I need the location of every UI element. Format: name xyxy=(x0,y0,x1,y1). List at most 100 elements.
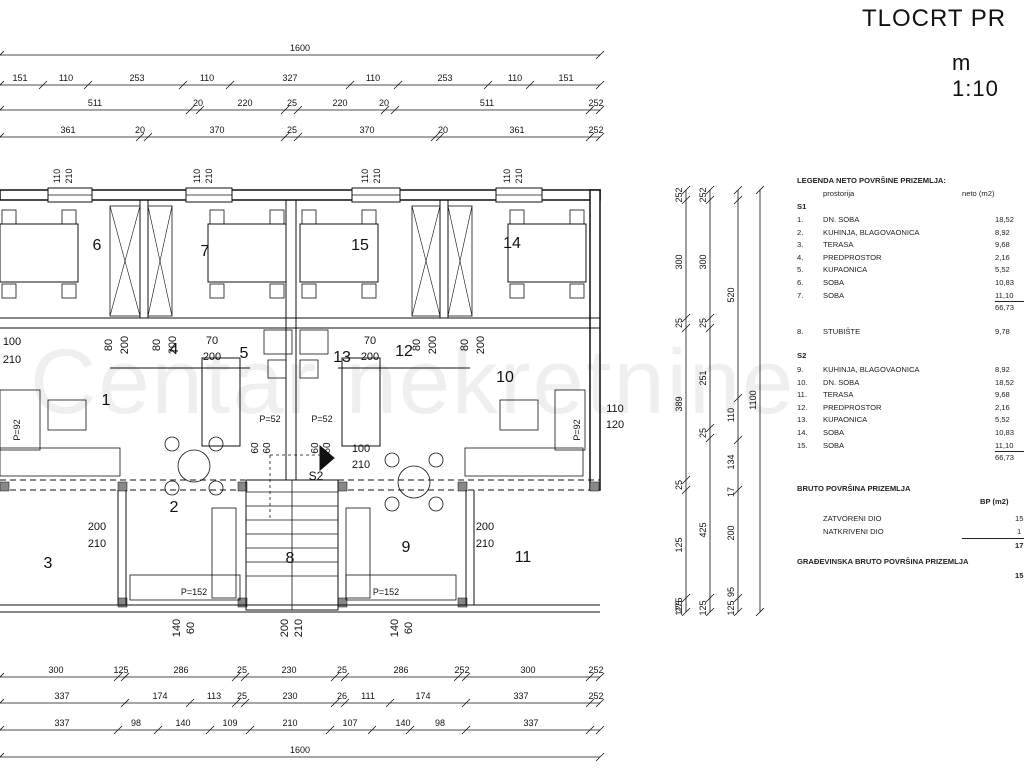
dim-top-row1: 110 xyxy=(59,73,73,83)
dim-tick xyxy=(385,698,395,708)
dim-tick xyxy=(83,80,93,90)
dim-tick xyxy=(705,607,715,617)
dim-right-c: 520 xyxy=(726,287,736,302)
column xyxy=(589,481,600,492)
dim-bottom-row2: 113 xyxy=(207,691,221,701)
legend-row-name: TERASA xyxy=(823,240,854,250)
dim-tick xyxy=(681,485,691,495)
sink xyxy=(263,329,293,355)
table xyxy=(47,399,87,431)
legend-row-name: DN. SOBA xyxy=(823,377,860,387)
sofa-right xyxy=(554,389,586,451)
window-dim: 110 xyxy=(360,169,370,183)
dim-tick xyxy=(595,672,605,682)
dim-tick xyxy=(595,752,605,762)
legend-row-num: 15. xyxy=(797,440,808,450)
dim-right-c: 200 xyxy=(726,525,736,540)
dim-top-row1: 110 xyxy=(508,73,522,83)
nightstand xyxy=(209,283,225,299)
room-number-1: 1 xyxy=(102,392,111,409)
legend-row-val: 9,68 xyxy=(995,240,1010,250)
dim-tick xyxy=(293,132,303,142)
dim-top-row3: 361 xyxy=(509,125,524,135)
nightstand xyxy=(301,283,317,299)
legend-s1-total: 66,73 xyxy=(797,303,1024,314)
legend-row-val: 5,52 xyxy=(995,265,1010,275)
room-number-7: 7 xyxy=(201,243,210,260)
table xyxy=(499,399,539,431)
dim-tick xyxy=(595,725,605,735)
dim-tick xyxy=(38,80,48,90)
parapet-label: P=92 xyxy=(12,419,22,440)
bed xyxy=(507,223,587,283)
dim-bottom-row1: 25 xyxy=(237,665,247,675)
chair xyxy=(164,436,180,452)
parapet-label: P=92 xyxy=(572,419,582,440)
bathroom-wall xyxy=(341,357,381,447)
dim-tick xyxy=(733,185,743,195)
dim-bottom-row1: 252 xyxy=(588,665,603,675)
dim-tick xyxy=(330,672,340,682)
dim-tick xyxy=(340,672,350,682)
legend-row-num: 11. xyxy=(797,390,807,400)
legend-s1-total-val: 66,73 xyxy=(995,303,1015,312)
window-width: 140 xyxy=(171,619,183,637)
dim-bottom-row2: 25 xyxy=(237,691,247,701)
dim-top-row3: 20 xyxy=(438,125,448,135)
dim-right-total: 1100 xyxy=(748,390,758,409)
dim-tick xyxy=(461,698,471,708)
toilet xyxy=(299,359,319,379)
legend-row-num: 2. xyxy=(797,227,804,237)
parapet-label: P=152 xyxy=(373,587,399,597)
dim-top-row3: 20 xyxy=(135,125,145,135)
small-dim: 60 xyxy=(310,442,321,454)
dim-top-row3: 252 xyxy=(588,125,603,135)
legend-gradj: GRAĐEVINSKA BRUTO POVRŠINA PRIZEMLJA xyxy=(797,557,1024,568)
wardrobe-cross xyxy=(147,205,173,317)
dim-tick xyxy=(405,725,415,735)
window-height: 60 xyxy=(185,622,197,634)
dim-tick xyxy=(461,725,471,735)
dim-tick xyxy=(681,593,691,603)
legend-row-num: 5. xyxy=(797,265,804,275)
dim-tick xyxy=(0,698,5,704)
nightstand xyxy=(361,283,377,299)
dim-tick xyxy=(225,80,235,90)
legend-row-name: TERASA xyxy=(823,390,854,400)
interior-opening-dim: 200 xyxy=(427,336,439,354)
stair-label: S2 xyxy=(309,469,324,483)
dim-top-row1: 110 xyxy=(366,73,380,83)
dim-top-row3: 370 xyxy=(209,125,224,135)
window-dim: 210 xyxy=(204,168,214,183)
dim-tick xyxy=(453,672,463,682)
dim-right-b: 300 xyxy=(698,254,708,269)
dim-tick xyxy=(231,698,241,708)
door-width: 200 xyxy=(88,521,106,533)
window-height: 60 xyxy=(403,622,415,634)
dim-tick xyxy=(733,435,743,445)
legend-bp-header-val: BP (m2) xyxy=(980,497,1009,506)
dim-right-a: 252 xyxy=(674,187,684,202)
dim-tick xyxy=(681,475,691,485)
chair xyxy=(208,480,224,496)
dim-right-b: 425 xyxy=(698,522,708,537)
small-dim: 60 xyxy=(250,442,261,454)
legend-columns-val: neto (m2) xyxy=(962,189,995,198)
wardrobe xyxy=(411,205,441,317)
dim-bottom-row3: 140 xyxy=(395,718,410,728)
legend-row-name: PREDPROSTOR xyxy=(823,402,882,412)
legend-gradj-num: GRAĐEVINSKA BRUTO POVRŠINA PRIZEMLJA xyxy=(797,557,969,566)
dim-tick xyxy=(595,698,605,708)
dim-tick xyxy=(595,80,605,90)
dim-tick xyxy=(135,132,145,142)
dim-tick xyxy=(143,132,153,142)
dim-bottom-row1: 286 xyxy=(393,665,408,675)
dim-right-b: 125 xyxy=(698,600,708,615)
dim-top-row2: 220 xyxy=(332,98,347,108)
chair xyxy=(428,496,444,512)
